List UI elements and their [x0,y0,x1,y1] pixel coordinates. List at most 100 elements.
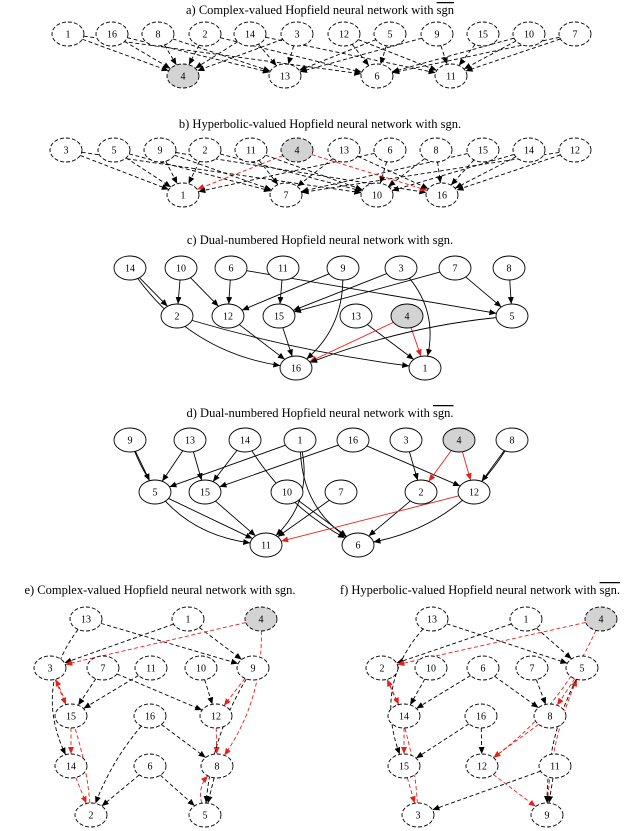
node: 11 [538,753,572,779]
node-label: 5 [580,664,585,675]
edge-5-to-7 [128,153,272,193]
node: 2 [365,655,399,681]
edge-9-to-5 [203,678,247,804]
edge-4-to-16 [311,154,428,192]
node-ellipse [236,655,270,681]
edge-9-to-7 [174,154,272,191]
node: 6 [466,655,500,681]
edge-4-to-8 [224,630,262,756]
node: 13 [69,606,103,632]
node-ellipse [495,427,529,453]
node-label: 8 [507,264,512,275]
node-ellipse [188,479,222,505]
node: 15 [262,303,296,329]
edge-16-to-8 [161,724,206,758]
edge-6-to-1 [198,152,375,194]
node-ellipse [373,21,407,47]
edge-2-to-10 [219,153,363,193]
node: 11 [434,63,468,89]
edge-6-to-5 [160,774,195,807]
node: 8 [200,753,234,779]
node-label: 3 [48,664,53,675]
node-ellipse [464,703,498,729]
node-label: 15 [478,146,488,157]
node: 9 [143,137,177,163]
node-label: 9 [128,436,133,447]
edge-8-to-12 [493,724,539,758]
edge-11-to-7 [258,160,279,185]
node-label: 11 [278,264,288,275]
node-ellipse [512,137,546,163]
node: 12 [465,753,499,779]
edge-12-to-9 [493,774,536,807]
node-ellipse [408,355,442,381]
node: 6 [133,753,167,779]
edges-c [137,270,514,369]
edge-2-to-3 [55,679,91,804]
edge-11-to-15 [277,279,284,305]
edge-2-to-6 [368,500,411,537]
panel-title-text: f) Hyperbolic-valued Hopfield neural net… [340,583,600,597]
node-label: 4 [405,312,410,323]
node-ellipse [515,655,549,681]
node: 4 [166,63,200,89]
node-label: 16 [437,191,447,202]
node-ellipse [214,255,248,281]
node-label: 3 [295,30,300,41]
node: 10 [414,655,448,681]
edge-5-to-1 [125,157,172,188]
edge-4-to-12 [461,451,472,481]
edge-7-to-11 [465,38,561,72]
node: 2 [188,21,222,47]
node-ellipse [326,255,360,281]
edge-14-to-2 [139,277,168,307]
node-label: 4 [259,615,264,626]
node-ellipse [266,255,300,281]
node: 10 [164,255,198,281]
panel-d: d) Dual-numbered Hopfield neural network… [113,406,529,558]
node-label: 12 [469,488,479,499]
edge-10-to-2 [175,279,182,305]
node: 7 [269,182,303,208]
node: 3 [401,802,435,828]
node-ellipse [188,802,222,828]
node-label: 2 [89,811,94,822]
node-ellipse [341,532,375,558]
node-label: 4 [457,436,462,447]
node-ellipse [584,606,618,632]
node: 14 [387,703,421,729]
node-ellipse [134,655,168,681]
node: 16 [279,355,313,381]
node-ellipse [173,427,207,453]
node-label: 13 [427,615,437,626]
panel-title-e: e) Complex-valued Hopfield neural networ… [24,583,295,597]
node: 3 [49,137,83,163]
node-label: 2 [203,30,208,41]
node-ellipse [327,137,361,163]
node: 15 [466,137,500,163]
node-ellipse [138,479,172,505]
edge-9-to-11 [134,451,251,545]
node-label: 16 [476,712,486,723]
node: 13 [173,427,207,453]
node-label: 15 [66,712,76,723]
edge-9-to-11 [440,45,448,65]
panel-title-f: f) Hyperbolic-valued Hopfield neural net… [340,583,620,597]
node-label: 7 [530,664,535,675]
edge-4-to-3 [65,622,246,666]
node-label: 2 [380,664,385,675]
edge-1-to-5 [536,627,572,660]
node-ellipse [404,479,438,505]
node: 2 [160,303,194,329]
panel-title-sign: sgn. [433,406,454,420]
node: 1 [171,606,205,632]
node: 6 [360,63,394,89]
node-label: 8 [510,436,515,447]
node-label: 1 [423,364,428,375]
node-ellipse [143,137,177,163]
node-ellipse [414,655,448,681]
node-label: 16 [348,436,358,447]
node: 2 [404,479,438,505]
node-label: 13 [185,436,195,447]
node: 5 [138,479,172,505]
